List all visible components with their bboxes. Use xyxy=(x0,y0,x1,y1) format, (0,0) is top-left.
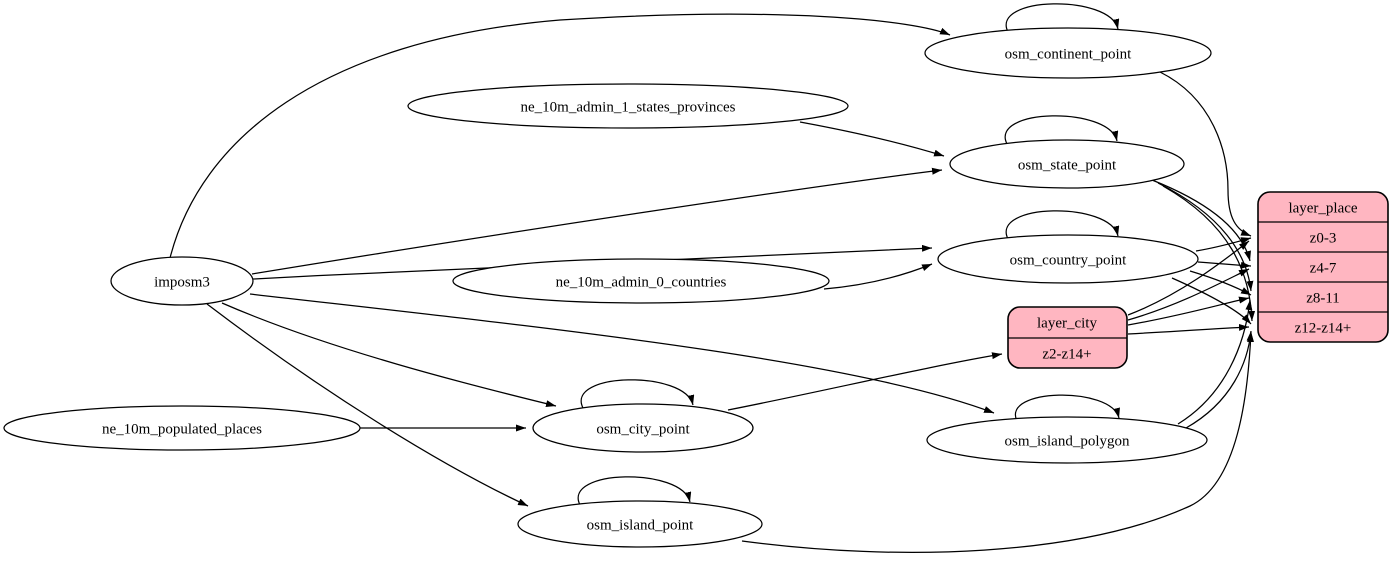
edge-ne_10m_admin_1_states_provinces-to-osm_state_point xyxy=(799,121,945,157)
osm_island_point-shape xyxy=(517,500,763,548)
layer_place-row-z8-11: z8-11 xyxy=(1306,290,1340,306)
self-loop-osm_country_point xyxy=(1005,210,1120,240)
edge-osm_continent_point-to-layer_place-z0-3 xyxy=(1159,71,1252,237)
osm_island_point-label: osm_island_point xyxy=(587,517,695,533)
self-loop-osm_island_polygon xyxy=(1014,394,1120,422)
edge-imposm3-to-osm_island_polygon xyxy=(249,293,995,414)
layer_city-row-z2-z14: z2-z14+ xyxy=(1042,346,1091,362)
self-loop-osm_island_point xyxy=(577,476,692,506)
ne_10m_admin_1_states_provinces-shape xyxy=(407,83,849,129)
node-osm_island_point: osm_island_point xyxy=(517,500,763,548)
edge-osm_island_polygon-to-layer_place-z12 xyxy=(1185,330,1254,429)
osm_continent_point-label: osm_continent_point xyxy=(1005,46,1132,62)
ne_10m_populated_places-label: ne_10m_populated_places xyxy=(102,421,262,437)
layer_place-shape xyxy=(1257,191,1389,343)
layer_city-title: layer_city xyxy=(1037,315,1097,331)
osm_city_point-label: osm_city_point xyxy=(596,421,690,437)
layer_place-row-z0-3: z0-3 xyxy=(1310,230,1337,246)
osm_continent_point-shape xyxy=(924,27,1212,79)
edge-layer_city-to-layer_place-z8-11 xyxy=(1127,296,1250,326)
node-osm_state_point: osm_state_point xyxy=(949,139,1185,189)
osm_island_polygon-label: osm_island_polygon xyxy=(1004,433,1130,449)
edge-osm_city_point-to-layer_city-z2 xyxy=(727,352,1003,411)
node-osm_city_point: osm_city_point xyxy=(532,403,754,453)
osm_city_point-shape xyxy=(532,403,754,453)
edge-osm_country_point-to-layer_place-z12 xyxy=(1171,277,1252,325)
edge-layer_city-to-layer_place-z0-3 xyxy=(1127,240,1250,316)
edge-osm_country_point-to-layer_place-z8-11 xyxy=(1189,270,1252,296)
imposm3-label: imposm3 xyxy=(154,274,210,290)
edge-layer_city-to-layer_place-z4-7 xyxy=(1127,268,1250,321)
node-osm_continent_point: osm_continent_point xyxy=(924,27,1212,79)
edge-osm_country_point-to-layer_place-z4-7 xyxy=(1197,261,1252,269)
layer_place-row-z12-z14: z12-z14+ xyxy=(1295,320,1352,336)
node-ne_10m_admin_0_countries: ne_10m_admin_0_countries xyxy=(452,258,830,304)
edge-osm_island_point-to-layer_place-z12 xyxy=(741,331,1255,554)
node-ne_10m_admin_1_states_provinces: ne_10m_admin_1_states_provinces xyxy=(407,83,849,129)
edge-ne_10m_admin_0_countries-to-osm_country_point xyxy=(823,263,933,290)
osm_state_point-shape xyxy=(949,139,1185,189)
osm_state_point-label: osm_state_point xyxy=(1018,157,1117,173)
layer_place-row-z4-7: z4-7 xyxy=(1310,260,1337,276)
edge-imposm3-to-osm_state_point xyxy=(251,167,943,275)
self-loop-osm_continent_point xyxy=(1005,3,1120,33)
layer_place-title: layer_place xyxy=(1288,200,1357,216)
edge-osm_state_point-to-layer_place-z4-7 xyxy=(1151,179,1251,262)
osm_country_point-label: osm_country_point xyxy=(1010,252,1127,268)
imposm3-shape xyxy=(110,256,254,306)
node-osm_island_polygon: osm_island_polygon xyxy=(926,416,1208,464)
edges xyxy=(169,3,1256,554)
node-osm_country_point: osm_country_point xyxy=(937,234,1199,284)
node-layer_place: layer_place z0-3 z4-7 z8-11 z12-z14+ xyxy=(1257,191,1389,343)
osm_island_polygon-shape xyxy=(926,416,1208,464)
edge-imposm3-to-osm_city_point xyxy=(221,302,557,408)
edge-layer_city-to-layer_place-z12 xyxy=(1127,323,1250,335)
self-loop-osm_state_point xyxy=(1004,115,1119,145)
ne_10m_populated_places-shape xyxy=(3,405,361,451)
edge-osm_island_polygon-to-layer_place-z8-11 xyxy=(1177,299,1253,425)
ne_10m_admin_1_states_provinces-label: ne_10m_admin_1_states_provinces xyxy=(521,99,736,115)
edge-imposm3-to-osm_island_point xyxy=(206,303,529,507)
ne_10m_admin_0_countries-label: ne_10m_admin_0_countries xyxy=(556,274,727,290)
osm_country_point-shape xyxy=(937,234,1199,284)
self-loop-osm_city_point xyxy=(580,379,695,409)
node-imposm3: imposm3 xyxy=(110,256,254,306)
edge-osm_state_point-to-layer_place-z8-11 xyxy=(1157,182,1254,292)
edge-osm_country_point-to-layer_place-z0-3 xyxy=(1195,237,1252,252)
edge-imposm3-to-osm_continent_point xyxy=(169,13,951,259)
node-ne_10m_populated_places: ne_10m_populated_places xyxy=(3,405,361,451)
node-layer_city: layer_city z2-z14+ xyxy=(1007,306,1128,369)
ne_10m_admin_0_countries-shape xyxy=(452,258,830,304)
